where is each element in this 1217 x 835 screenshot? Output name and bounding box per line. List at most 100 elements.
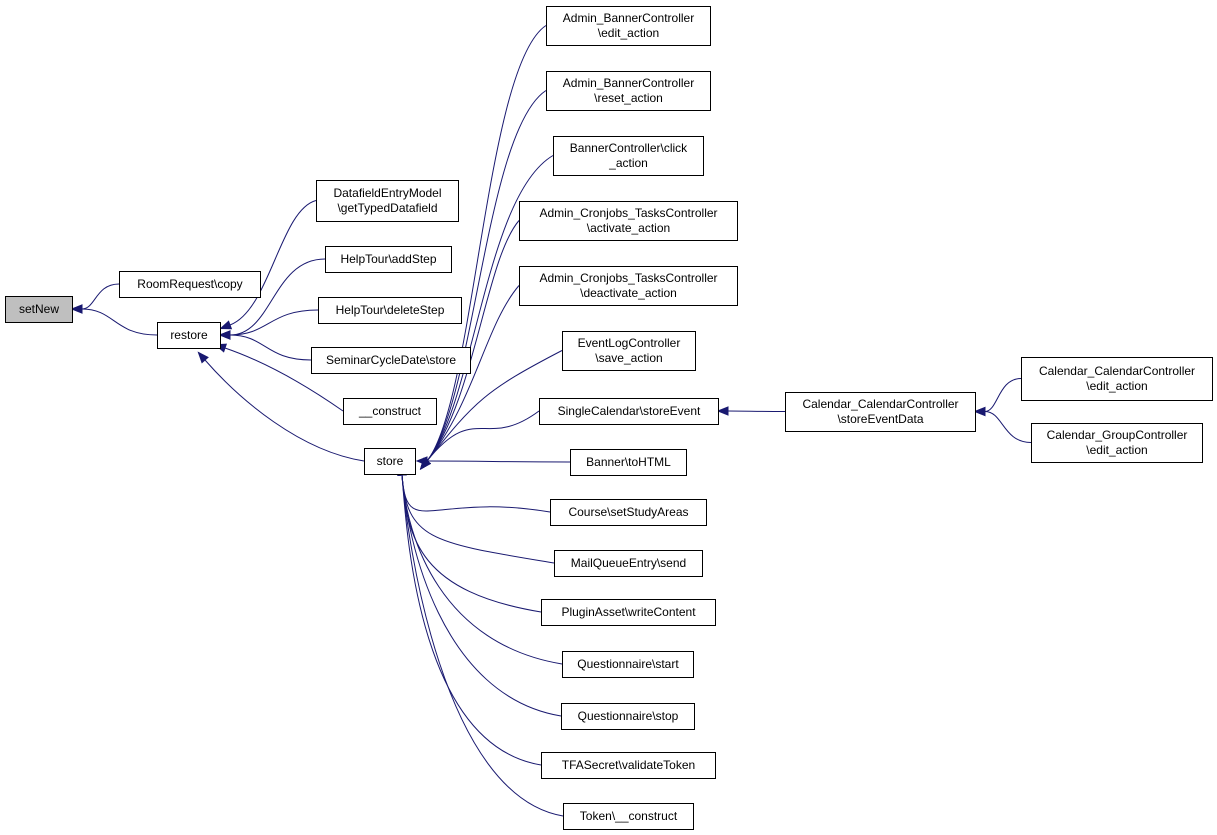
node-label: EventLogController [578,336,681,350]
node-label: Admin_Cronjobs_TasksController [539,271,717,285]
node-admin-banner-reset[interactable]: Admin_BannerController\reset_action [546,71,711,111]
node-cron-deactivate[interactable]: Admin_Cronjobs_TasksController\deactivat… [519,266,738,306]
node-box [311,347,471,374]
arrowhead-icon [197,351,209,364]
node-seminarcycledate-store[interactable]: SeminarCycleDate\store [311,347,471,374]
node-box [785,392,976,432]
node-box [325,246,452,273]
node-label: Admin_BannerController [563,76,694,90]
node-box [570,449,687,476]
node-calcal-storeeventdata[interactable]: Calendar_CalendarController\storeEventDa… [785,392,976,432]
node-eventlog-save[interactable]: EventLogController\save_action [562,331,696,371]
node-restore[interactable]: restore [157,322,221,349]
node-box [563,803,694,830]
edge-line [401,474,562,717]
edge-datafield-gettyped-to-restore [219,200,317,330]
edge-token-construct-to-store [397,463,564,817]
node-banner-click[interactable]: BannerController\click_action [553,136,704,176]
node-pluginasset-write[interactable]: PluginAsset\writeContent [541,599,716,626]
node-box [539,398,719,425]
edge-restore-to-setnew [70,304,158,336]
node-label: \edit_action [598,26,659,40]
node-box [561,703,695,730]
node-box [519,266,738,306]
edge-banner-tohtml-to-store [415,456,571,466]
node-box [562,651,694,678]
edge-line [401,474,551,513]
node-label: \getTypedDatafield [337,201,437,215]
edge-line [426,460,571,463]
edge-line [727,410,786,412]
edge-line [81,283,120,310]
node-construct[interactable]: __construct [343,398,437,425]
edge-line [401,474,542,766]
node-box [318,297,462,324]
edge-line [426,220,520,462]
edge-line [401,474,542,613]
edge-line [426,25,547,462]
edge-line [401,474,555,564]
node-label: DatafieldEntryModel [333,186,441,200]
node-label: Calendar_GroupController [1047,428,1188,442]
node-box [519,201,738,241]
node-singlecal-storeevent[interactable]: SingleCalendar\storeEvent [539,398,719,425]
edge-calgroup-edit-to-calcal-storeeventdata [973,406,1032,443]
node-label: \deactivate_action [580,286,677,300]
edge-questionnaire-start-to-store [397,463,563,665]
node-datafield-gettyped[interactable]: DatafieldEntryModel\getTypedDatafield [316,180,459,222]
node-helptour-addstep[interactable]: HelpTour\addStep [325,246,452,273]
edge-line [984,378,1022,412]
node-box [550,499,707,526]
node-box [1031,423,1203,463]
node-label: \edit_action [1086,443,1147,457]
node-box [554,550,703,577]
edge-line [401,474,564,817]
node-token-construct[interactable]: Token\__construct [563,803,694,830]
edge-line [229,334,312,361]
node-admin-banner-edit[interactable]: Admin_BannerController\edit_action [546,6,711,46]
node-questionnaire-start[interactable]: Questionnaire\start [562,651,694,678]
node-label: \storeEventData [837,412,923,426]
node-course-setstudy[interactable]: Course\setStudyAreas [550,499,707,526]
node-helptour-deletestep[interactable]: HelpTour\deleteStep [318,297,462,324]
node-label: PluginAsset\writeContent [561,605,696,619]
edge-line [426,155,554,462]
node-label: MailQueueEntry\send [571,556,686,570]
node-label: restore [170,328,208,342]
node-box [5,296,73,323]
node-questionnaire-stop[interactable]: Questionnaire\stop [561,703,695,730]
node-cron-activate[interactable]: Admin_Cronjobs_TasksController\activate_… [519,201,738,241]
edge-line [426,350,563,462]
node-label: Calendar_CalendarController [1039,364,1195,378]
node-calgroup-edit[interactable]: Calendar_GroupController\edit_action [1031,423,1203,463]
node-label: \edit_action [1086,379,1147,393]
edge-line [229,258,326,336]
arrowhead-icon [218,330,231,340]
node-label: Questionnaire\start [577,657,679,671]
node-banner-tohtml[interactable]: Banner\toHTML [570,449,687,476]
node-store[interactable]: store [364,448,416,475]
node-box [119,271,261,298]
node-label: Banner\toHTML [586,455,671,469]
arrowhead-icon [70,304,83,314]
node-box [1021,357,1213,401]
edge-questionnaire-stop-to-store [397,463,562,717]
node-box [546,71,711,111]
node-label: SingleCalendar\storeEvent [558,404,701,418]
edge-seminarcycledate-store-to-restore [218,330,312,361]
node-setnew[interactable]: setNew [5,296,73,323]
edge-store-to-restore [197,351,365,462]
node-box [562,331,696,371]
node-label: TFASecret\validateToken [562,758,695,772]
node-roomrequest-copy[interactable]: RoomRequest\copy [119,271,261,298]
node-label: SeminarCycleDate\store [326,353,456,367]
node-calcal-edit[interactable]: Calendar_CalendarController\edit_action [1021,357,1213,401]
node-mailqueue-send[interactable]: MailQueueEntry\send [554,550,703,577]
node-box [541,752,716,779]
node-label: \reset_action [594,91,663,105]
node-tfasecret-validate[interactable]: TFASecret\validateToken [541,752,716,779]
edge-course-setstudy-to-store [397,463,551,513]
edges-layer [70,25,1032,817]
node-label: _action [608,156,648,170]
node-label: Questionnaire\stop [578,709,679,723]
